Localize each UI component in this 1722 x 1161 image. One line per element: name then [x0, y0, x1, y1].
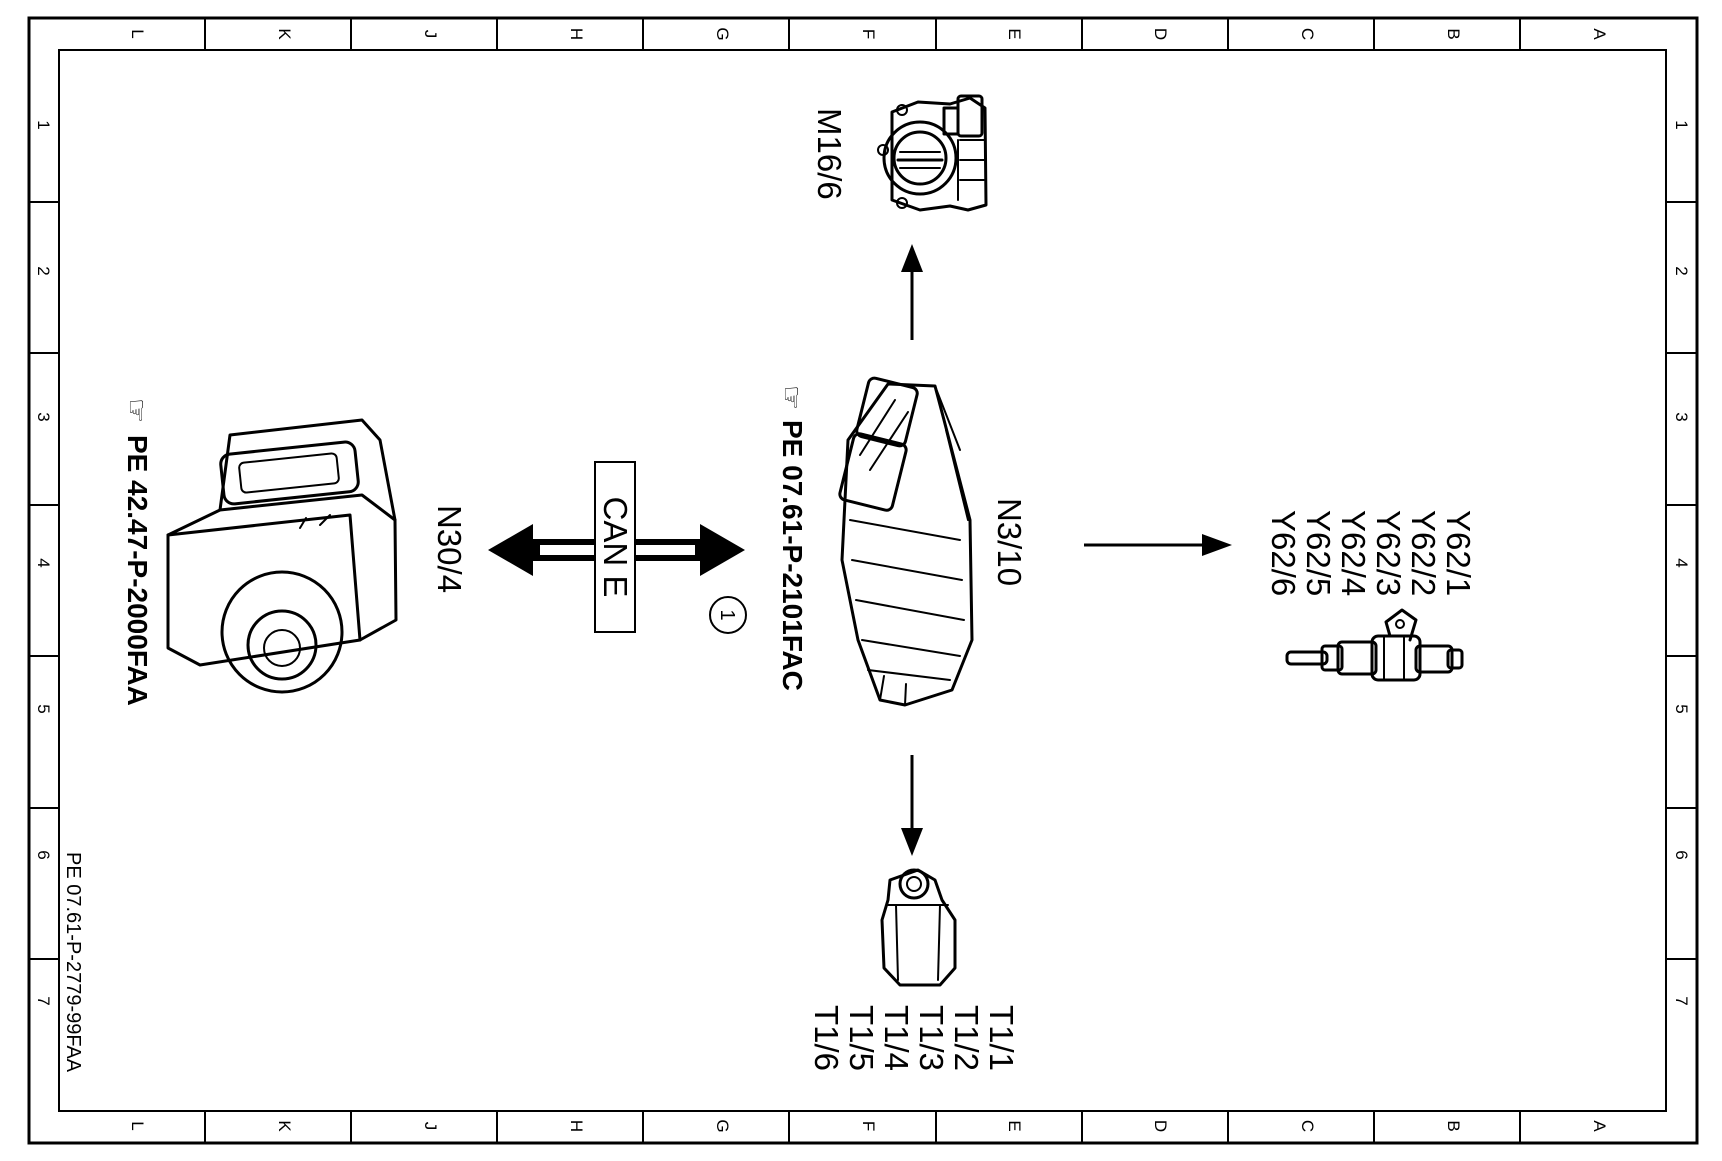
- column-letter: G: [713, 1119, 732, 1132]
- column-letter: C: [1298, 28, 1317, 40]
- column-letter: F: [859, 1121, 878, 1131]
- column-letter: F: [859, 29, 878, 39]
- column-letter: C: [1298, 1120, 1317, 1132]
- column-letters-bottom: L K J H G F E D C B A: [128, 1119, 1609, 1132]
- injector-designation: Y62/6: [1265, 510, 1302, 596]
- column-letter: E: [1005, 28, 1024, 39]
- column-letter: L: [128, 1121, 147, 1130]
- control-unit-reference: ☞ PE 07.61-P-2101FAC: [776, 385, 808, 691]
- ignition-coil-designation: T1/6: [808, 1005, 845, 1071]
- esp-unit-designation: N30/4: [431, 505, 468, 593]
- column-letter: H: [567, 1120, 586, 1132]
- pointing-hand-icon: ☞: [776, 385, 807, 410]
- arrow-to-ignition-coils: [901, 755, 923, 856]
- column-letter: B: [1444, 1120, 1463, 1131]
- document-number: PE 07.61-P-2779-99FAA: [62, 852, 84, 1073]
- ignition-coil-designation: T1/2: [948, 1005, 985, 1071]
- ignition-coil-designation: T1/3: [913, 1005, 950, 1071]
- row-number: 3: [1672, 412, 1691, 421]
- callout-number: 1: [716, 609, 738, 620]
- pointing-hand-icon: ☞: [121, 398, 152, 423]
- column-letter: E: [1005, 1120, 1024, 1131]
- column-letter: L: [128, 29, 147, 38]
- row-number: 6: [1672, 850, 1691, 859]
- column-letter: G: [713, 27, 732, 40]
- row-number: 1: [1672, 120, 1691, 129]
- row-number: 4: [1672, 558, 1691, 567]
- injector-designation: Y62/3: [1370, 510, 1407, 596]
- fuel-injector-icon: [1285, 608, 1464, 682]
- column-letter: K: [275, 1120, 294, 1132]
- column-letter: A: [1590, 28, 1609, 40]
- injector-designation: Y62/2: [1405, 510, 1442, 596]
- arrow-to-injectors: [1084, 534, 1232, 556]
- outer-frame: [27, 16, 1699, 1145]
- callout-marker: 1: [709, 596, 747, 634]
- column-letter: J: [421, 30, 440, 39]
- column-letter: B: [1444, 28, 1463, 39]
- grid-ticks: [29, 18, 1697, 1143]
- row-number: 6: [34, 850, 53, 859]
- engine-control-unit-icon: [838, 376, 974, 707]
- esp-unit-reference: ☞ PE 42.47-P-2000FAA: [121, 398, 153, 706]
- ignition-coil-designation: T1/1: [983, 1005, 1020, 1071]
- ignition-coil-designation: T1/4: [878, 1005, 915, 1071]
- row-numbers-right: 1 2 3 4 5 6 7: [1672, 120, 1691, 1005]
- column-letter: K: [275, 28, 294, 40]
- column-letters-top: L K J H G F E D C B A: [128, 27, 1609, 40]
- throttle-designation: M16/6: [811, 108, 848, 200]
- row-number: 4: [34, 558, 53, 567]
- esp-unit-reference-text: PE 42.47-P-2000FAA: [122, 435, 153, 706]
- row-number: 2: [34, 266, 53, 275]
- row-numbers-left: 1 2 3 4 5 6 7: [34, 120, 53, 1005]
- row-number: 1: [34, 120, 53, 129]
- can-e-bus-arrow: [488, 461, 745, 633]
- injector-designations: Y62/1 Y62/2 Y62/3 Y62/4 Y62/5 Y62/6: [1265, 510, 1477, 596]
- column-letter: J: [421, 1122, 440, 1131]
- row-number: 5: [34, 704, 53, 713]
- ignition-coil-icon: [880, 868, 957, 987]
- row-number: 2: [1672, 266, 1691, 275]
- esp-hydraulic-unit-icon: [166, 418, 398, 694]
- injector-designation: Y62/4: [1335, 510, 1372, 596]
- control-unit-designation: N3/10: [991, 498, 1028, 586]
- can-e-label: CAN E: [597, 497, 634, 598]
- control-unit-reference-text: PE 07.61-P-2101FAC: [777, 420, 808, 691]
- column-letter: D: [1151, 28, 1170, 40]
- column-letter: D: [1151, 1120, 1170, 1132]
- ignition-coil-designations: T1/1 T1/2 T1/3 T1/4 T1/5 T1/6: [808, 1005, 1020, 1071]
- inner-border: [58, 49, 1667, 1112]
- column-letter: H: [567, 28, 586, 40]
- row-number: 7: [1672, 996, 1691, 1005]
- injector-designation: Y62/1: [1440, 510, 1477, 596]
- row-number: 5: [1672, 704, 1691, 713]
- arrow-to-throttle: [901, 244, 923, 340]
- column-letter: A: [1590, 1120, 1609, 1132]
- injector-designation: Y62/5: [1300, 510, 1337, 596]
- row-number: 3: [34, 412, 53, 421]
- throttle-actuator-icon: [877, 94, 988, 212]
- ignition-coil-designation: T1/5: [843, 1005, 880, 1071]
- row-number: 7: [34, 996, 53, 1005]
